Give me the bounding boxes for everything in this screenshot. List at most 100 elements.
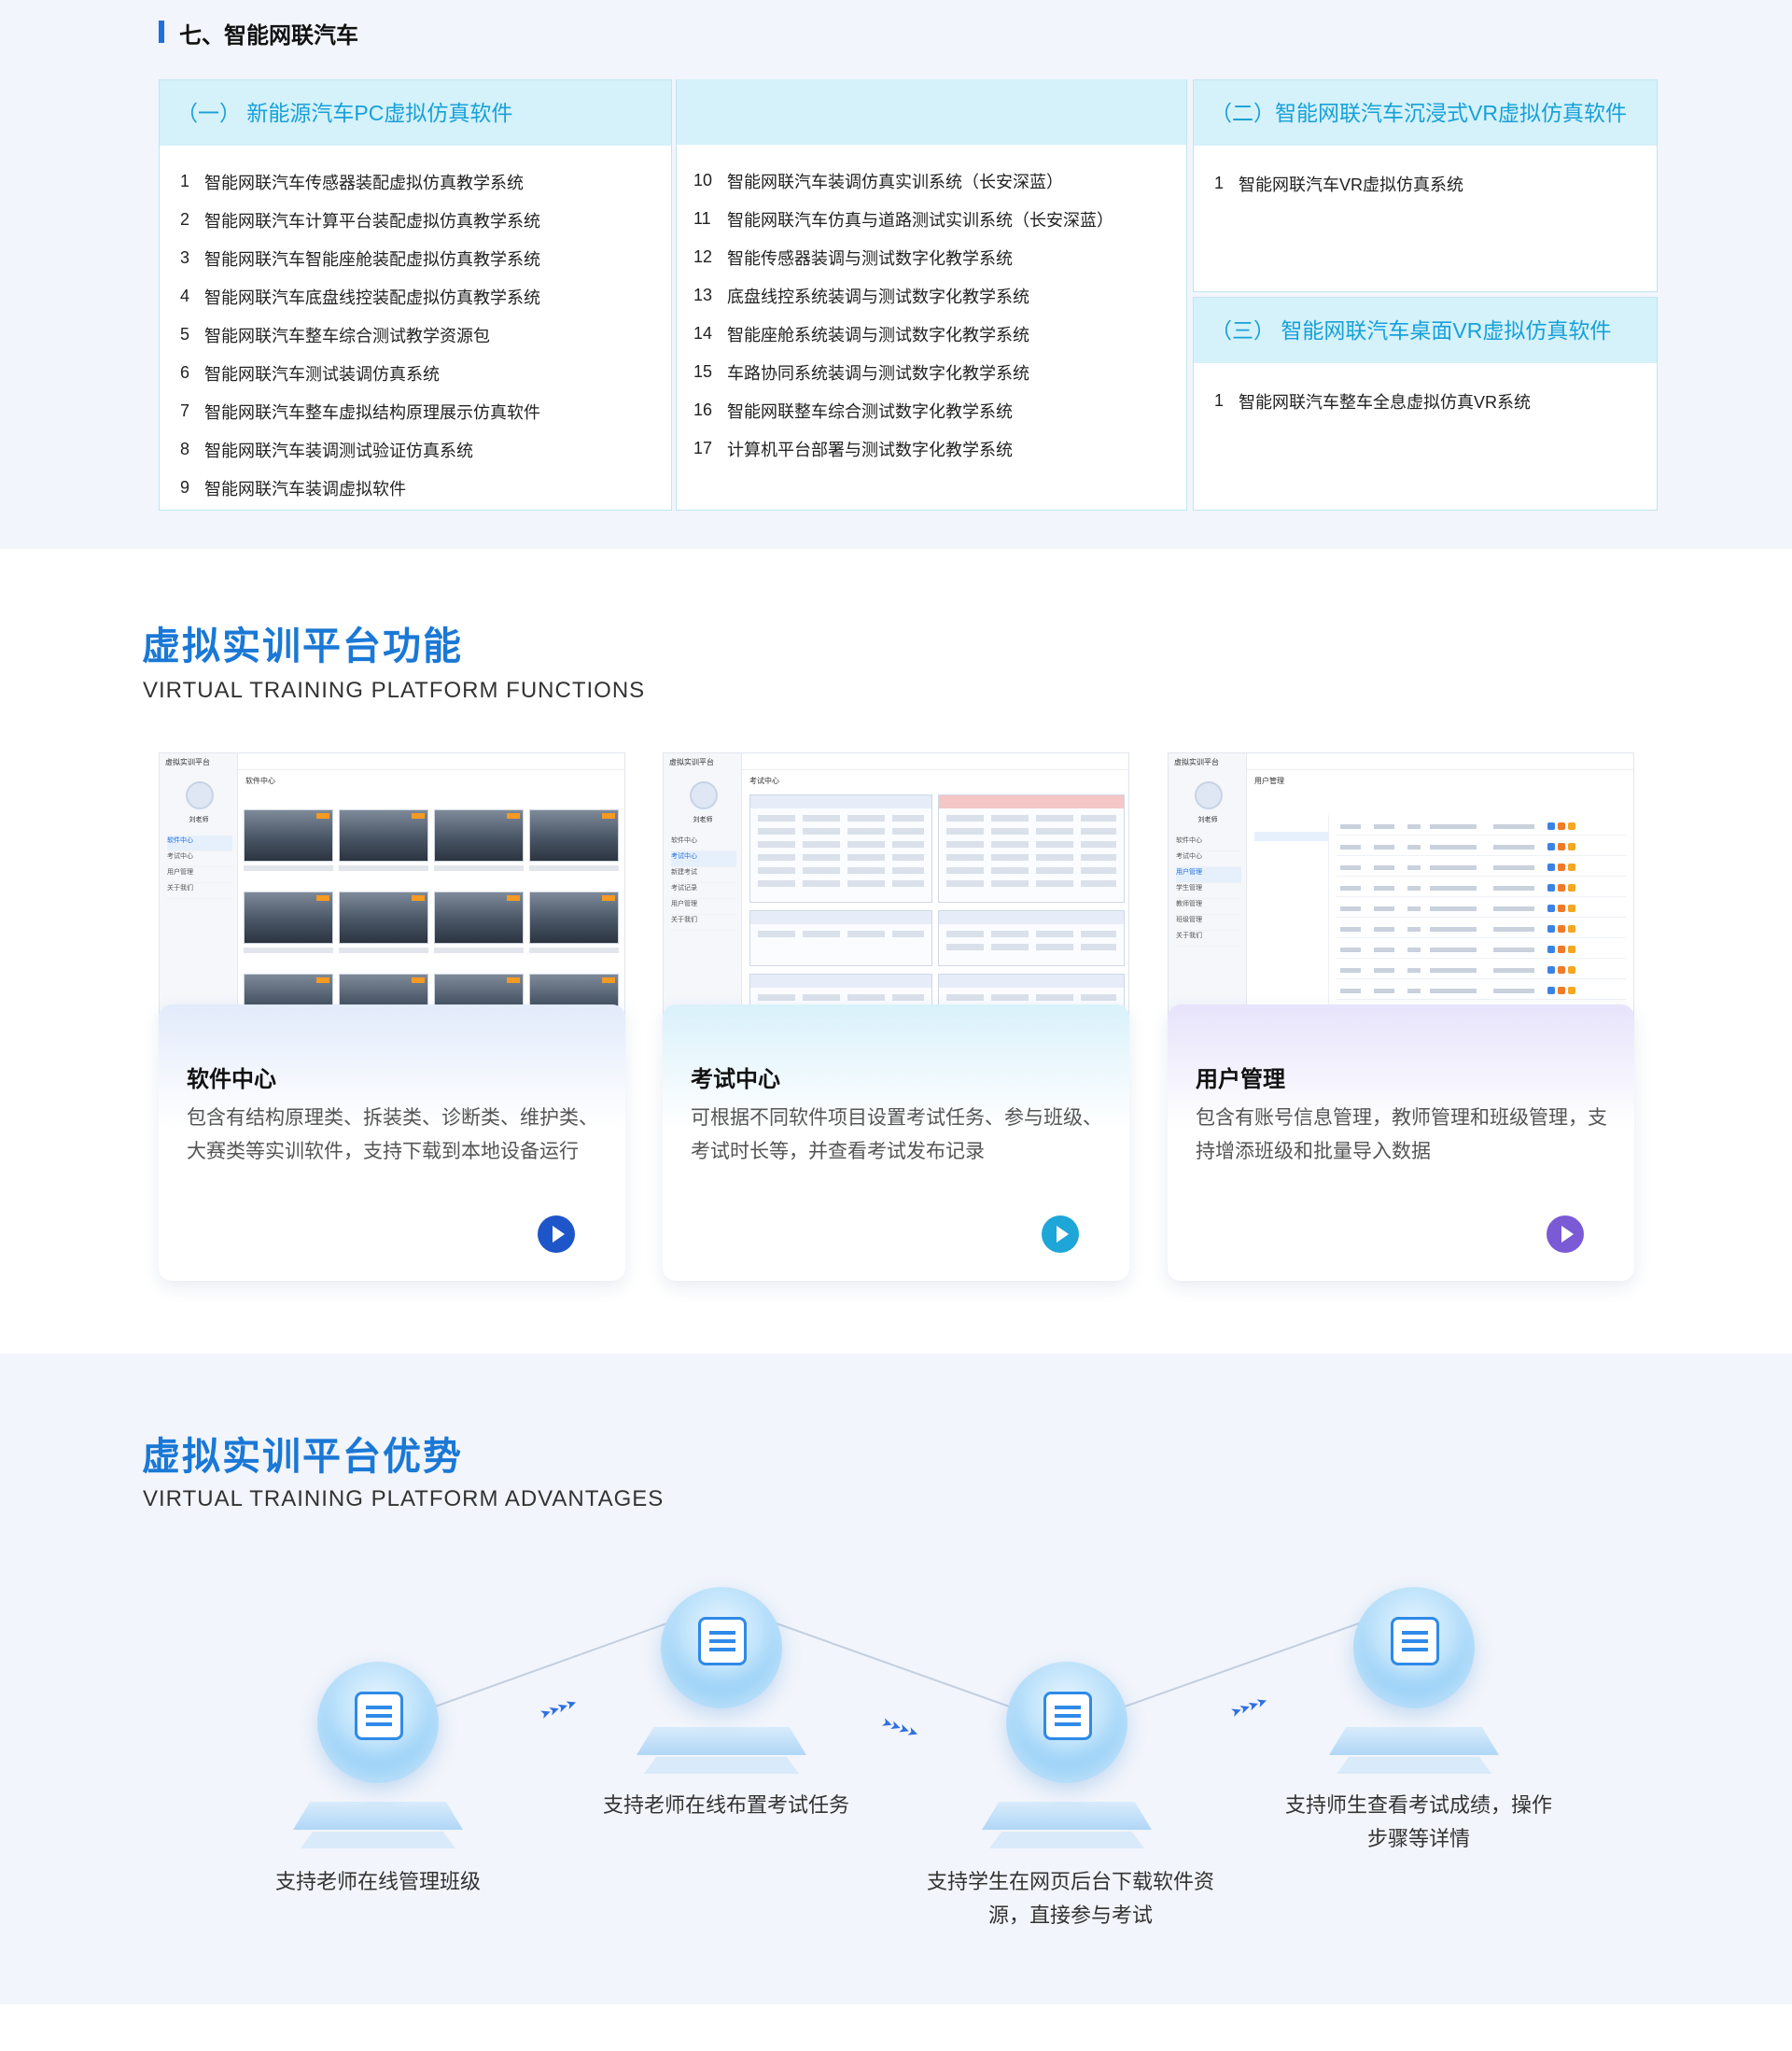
row-action-icon[interactable] <box>1547 884 1555 892</box>
item-number: 11 <box>693 209 711 228</box>
card-description: 可根据不同软件项目设置考试任务、参与班级、考试时长等，并查看考试发布记录 <box>691 1107 1102 1162</box>
row-action-icon[interactable] <box>1558 822 1565 830</box>
sidebar-menu-item[interactable]: 考试记录 <box>671 883 736 899</box>
row-action-icon[interactable] <box>1568 987 1575 994</box>
table-row <box>1337 962 1626 979</box>
item-label: 车路协同系统装调与测试数字化教学系统 <box>727 363 1029 383</box>
class-tree <box>1254 815 1329 1030</box>
software-thumbnail[interactable] <box>339 892 428 944</box>
software-thumbnail[interactable] <box>529 892 619 944</box>
sidebar-menu-item[interactable]: 教师管理 <box>1176 899 1241 915</box>
sidebar-menu-item[interactable]: 软件中心 <box>1176 836 1241 851</box>
item-label: 智能网联汽车装调虚拟软件 <box>204 479 406 499</box>
sidebar-menu-item[interactable]: 学生管理 <box>1176 883 1241 899</box>
row-action-icon[interactable] <box>1558 987 1565 994</box>
sidebar-menu-item[interactable]: 关于我们 <box>671 915 736 931</box>
row-action-icon[interactable] <box>1547 966 1555 974</box>
sidebar-menu-item[interactable]: 班级管理 <box>1176 915 1241 931</box>
item-label: 智能网联汽车智能座舱装配虚拟仿真教学系统 <box>204 249 540 269</box>
sidebar-menu-item[interactable]: 用户管理 <box>671 899 736 915</box>
item-number: 1 <box>1214 391 1225 410</box>
row-action-icon[interactable] <box>1568 905 1575 912</box>
row-action-icon[interactable] <box>1547 987 1555 994</box>
row-action-icon[interactable] <box>1547 905 1555 912</box>
sidebar-menu-item[interactable]: 用户管理 <box>1176 867 1241 883</box>
page-head: 用户管理 <box>1254 777 1284 785</box>
sidebar-menu-item[interactable]: 关于我们 <box>1176 931 1241 947</box>
software-thumbnail[interactable] <box>434 809 524 862</box>
exam-settings-panel-2 <box>938 910 1125 966</box>
play-icon[interactable] <box>1547 1215 1584 1253</box>
software-thumbnail[interactable] <box>339 809 428 862</box>
sidebar-menu-item[interactable]: 关于我们 <box>167 883 232 899</box>
row-action-icon[interactable] <box>1568 966 1575 974</box>
sidebar-menu-item[interactable]: 考试中心 <box>671 851 736 867</box>
user-management-info: 用户管理 包含有账号信息管理，教师管理和班级管理，支持增添班级和批量导入数据 <box>1168 1004 1634 1281</box>
row-action-icon[interactable] <box>1568 946 1575 953</box>
row-action-icon[interactable] <box>1558 966 1565 974</box>
item-number: 2 <box>180 210 190 229</box>
row-action-icon[interactable] <box>1558 884 1565 892</box>
row-action-icon[interactable] <box>1568 843 1575 850</box>
card-exam-center[interactable]: 虚拟实训平台 刘老师 软件中心考试中心新建考试考试记录用户管理关于我们 考试中心… <box>663 752 1129 1281</box>
sidebar-menu-item[interactable]: 新建考试 <box>671 867 736 883</box>
sidebar-menu-item[interactable]: 软件中心 <box>671 836 736 851</box>
sidebar-menu-item[interactable]: 软件中心 <box>167 836 232 851</box>
row-action-icon[interactable] <box>1558 905 1565 912</box>
play-icon[interactable] <box>1042 1215 1079 1253</box>
row-action-icon[interactable] <box>1558 864 1565 871</box>
row-action-icon[interactable] <box>1568 864 1575 871</box>
row-action-icon[interactable] <box>1558 843 1565 850</box>
app-sidebar: 虚拟实训平台 刘老师 软件中心考试中心新建考试考试记录用户管理关于我们 <box>664 753 742 1041</box>
card-software-center[interactable]: 虚拟实训平台 刘老师 软件中心考试中心用户管理关于我们 软件中心 软件中心 包含… <box>159 752 625 1281</box>
sidebar-menu: 软件中心考试中心用户管理学生管理教师管理班级管理关于我们 <box>1176 836 1241 947</box>
sidebar-menu-item[interactable]: 考试中心 <box>1176 851 1241 867</box>
item-number: 4 <box>180 287 190 305</box>
functions-title: 虚拟实训平台功能 <box>142 625 463 667</box>
software-thumbnail[interactable] <box>244 892 333 944</box>
item-label: 智能座舱系统装调与测试数字化教学系统 <box>727 325 1029 344</box>
sidebar-menu-item[interactable]: 用户管理 <box>167 867 232 883</box>
item-number: 13 <box>693 286 713 304</box>
software-thumbnail[interactable] <box>434 892 524 944</box>
item-label: 底盘线控系统装调与测试数字化教学系统 <box>727 287 1029 306</box>
row-action-icon[interactable] <box>1547 864 1555 871</box>
thumbnail-caption <box>244 865 333 871</box>
card-user-management[interactable]: 虚拟实训平台 刘老师 软件中心考试中心用户管理学生管理教师管理班级管理关于我们 … <box>1168 752 1634 1281</box>
item-number: 10 <box>693 171 713 190</box>
download-icon <box>1043 1692 1092 1740</box>
row-action-icon[interactable] <box>1547 822 1555 830</box>
item-number: 3 <box>180 248 190 267</box>
avatar <box>690 781 718 809</box>
software-center-info: 软件中心 包含有结构原理类、拆装类、诊断类、维护类、大赛类等实训软件，支持下载到… <box>159 1004 625 1281</box>
item-number: 12 <box>693 247 713 266</box>
teacher-name: 刘老师 <box>693 817 713 823</box>
teacher-board-icon <box>355 1692 403 1740</box>
edit-document-icon <box>698 1617 747 1665</box>
sidebar-menu: 软件中心考试中心用户管理关于我们 <box>167 836 232 899</box>
sidebar-menu-item[interactable]: 考试中心 <box>167 851 232 867</box>
software-thumbnail[interactable] <box>529 809 619 862</box>
connector-lines <box>377 1603 1415 1728</box>
row-action-icon[interactable] <box>1558 946 1565 953</box>
row-action-icon[interactable] <box>1568 822 1575 830</box>
section-title: 七、智能网联汽车 <box>159 17 358 49</box>
thumbnail-caption <box>529 948 619 953</box>
play-icon[interactable] <box>538 1215 575 1253</box>
row-action-icon[interactable] <box>1568 884 1575 892</box>
row-action-icon[interactable] <box>1547 843 1555 850</box>
software-thumbnail[interactable] <box>244 809 333 862</box>
row-action-icon[interactable] <box>1568 925 1575 933</box>
row-action-icon[interactable] <box>1547 946 1555 953</box>
list-item: 3 智能网联汽车智能座舱装配虚拟仿真教学系统 <box>180 239 671 277</box>
row-action-icon[interactable] <box>1547 925 1555 933</box>
advantage-node-4 <box>1329 1587 1499 1774</box>
row-action-icon[interactable] <box>1558 925 1565 933</box>
